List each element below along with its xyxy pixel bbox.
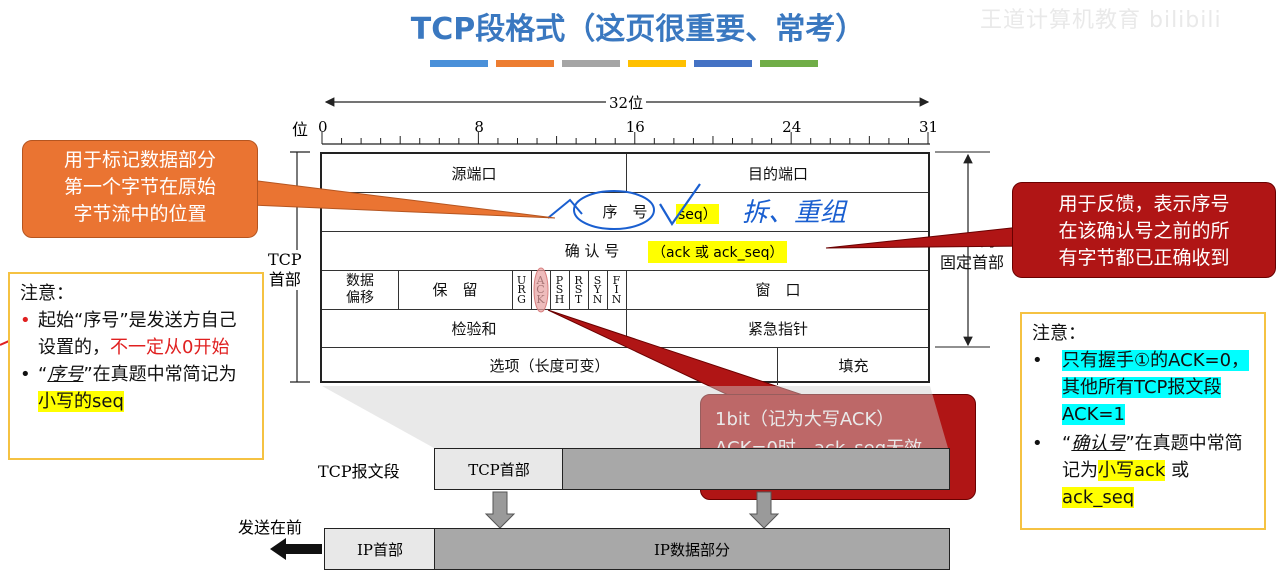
ruler-tick-label: 31: [919, 118, 939, 136]
tcp-data-bar: [562, 448, 950, 490]
padding: 填充: [838, 356, 869, 375]
source-port: 源端口: [451, 164, 497, 183]
urgent-pointer: 紧急指针: [747, 319, 808, 338]
down-arrow-right: [748, 491, 780, 529]
tcp-segment-label: TCP报文段: [318, 462, 400, 481]
right-note-item-2: • “确认号”在真题中常简记为小写ack 或 ack_seq: [1032, 433, 1243, 508]
span-label: 32位: [606, 92, 647, 113]
tcp-header-bar: TCP首部: [434, 448, 564, 490]
handwriting-note: 拆、重组: [742, 198, 847, 228]
ack-number-tag: （ack 或 ack_seq）: [648, 241, 788, 263]
bit-label: 位: [292, 120, 309, 139]
left-note: 注意： • 起始“序号”是发送方自己设置的，不一定从0开始 • “序号”在真题中…: [8, 272, 264, 460]
start-seq: 起始“序号”: [38, 310, 129, 331]
right-note-title: 注意：: [1032, 323, 1086, 344]
color-bar-segment: [562, 60, 620, 67]
right-note-item-1: • 只有握手①的ACK=0，其他所有TCP报文段ACK=1: [1032, 350, 1250, 425]
right-note: 注意： • 只有握手①的ACK=0，其他所有TCP报文段ACK=1 • “确认号…: [1020, 312, 1266, 530]
ruler-tick-label: 24: [782, 118, 802, 136]
options: 选项（长度可变）: [489, 356, 610, 375]
ack-number: 确 认 号: [564, 242, 620, 260]
ruler-tick-label: 0: [318, 118, 328, 136]
ruler-tick-label: 16: [625, 118, 645, 136]
color-bar-segment: [694, 60, 752, 67]
check-mark: [659, 183, 701, 227]
color-bar-segment: [760, 60, 818, 67]
seq-circle: [573, 190, 655, 230]
ip-data-bar: IP数据部分: [434, 528, 950, 570]
send-first-label: 发送在前: [238, 518, 303, 537]
ruler-tick-label: 8: [474, 118, 484, 136]
left-note-title: 注意：: [20, 283, 74, 304]
left-note-item-2: • “序号”在真题中常简记为小写的seq: [20, 364, 237, 412]
color-bar-segment: [628, 60, 686, 67]
down-arrow-left: [484, 491, 516, 529]
watermark: 王道计算机教育 bilibili: [980, 8, 1222, 33]
color-bar-segment: [496, 60, 554, 67]
color-bar-segment: [430, 60, 488, 67]
page-title: TCP段格式（这页很重要、常考）: [410, 12, 866, 47]
ip-header-bar: IP首部: [324, 528, 436, 570]
left-note-item-1: • 起始“序号”是发送方自己设置的，不一定从0开始: [20, 310, 237, 358]
window-size: 窗 口: [755, 281, 801, 299]
destination-port: 目的端口: [747, 164, 808, 183]
send-first-arrow: [270, 538, 322, 560]
lowercase-seq: 小写的seq: [38, 391, 124, 412]
not-from-zero: 不一定从0开始: [110, 337, 230, 358]
seq-tag: seq）: [676, 204, 719, 224]
sequence-number: 序 号: [602, 203, 648, 221]
checksum: 检验和: [451, 319, 497, 338]
seq-callout: 用于标记数据部分 第一个字节在原始 字节流中的位置: [22, 140, 258, 238]
reserved: 保 留: [432, 281, 478, 299]
data-offset: 数据 偏移: [346, 272, 374, 306]
tcp-header-label: TCP 首部: [268, 250, 302, 290]
